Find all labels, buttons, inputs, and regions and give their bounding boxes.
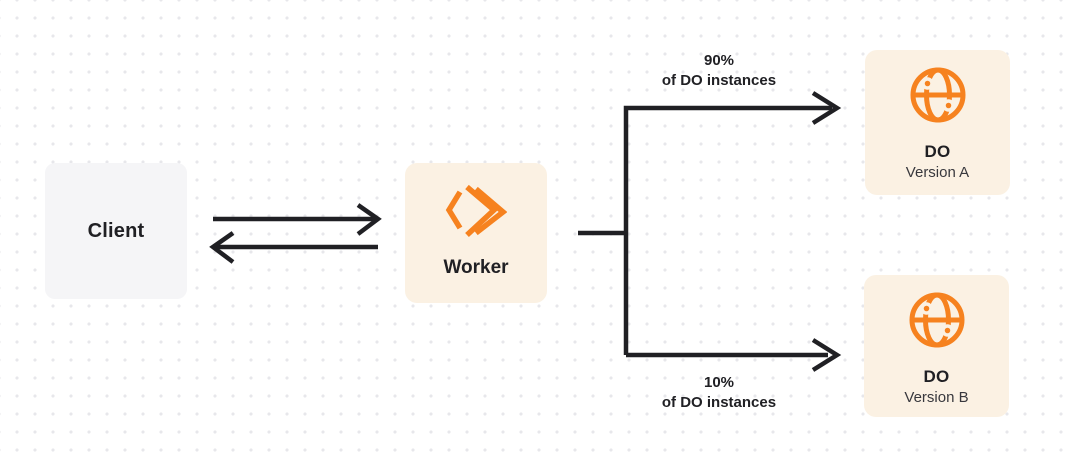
client-node: Client [45,163,187,299]
do-b-subtitle: Version B [904,389,969,406]
worker-node: Worker [405,163,547,303]
do-a-title: DO [924,142,951,161]
arrow-worker-to-client-head [209,231,235,264]
durable-objects-globe-icon [910,67,965,123]
arrow-to-do-b-head [811,338,842,372]
workers-chevrons-icon [445,184,507,238]
do-version-b-node: DO Version B [864,275,1009,417]
route-b-label: 10% of DO instances [619,373,819,413]
arrow-to-do-a-head [811,91,842,125]
branch-vertical-line [623,105,832,355]
do-version-a-node: DO Version A [865,50,1010,195]
client-label: Client [87,219,145,242]
do-a-subtitle: Version A [905,164,970,181]
worker-label: Worker [443,257,509,278]
route-a-caption: of DO instances [661,72,777,89]
route-a-percent: 90% [703,52,735,69]
do-b-title: DO [923,367,950,386]
route-a-label: 90% of DO instances [619,51,819,91]
arrow-client-to-worker-head [356,203,382,236]
route-b-caption: of DO instances [661,394,777,411]
durable-objects-globe-icon [909,292,964,348]
route-b-percent: 10% [703,374,735,391]
